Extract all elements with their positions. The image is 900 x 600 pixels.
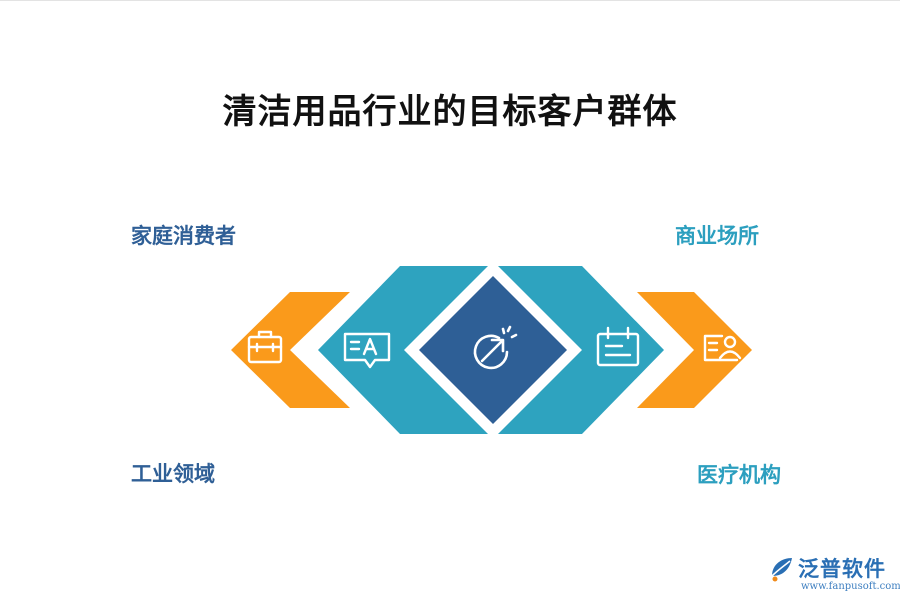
label-medical-institutions: 医疗机构 — [697, 463, 781, 487]
brand-leaf-icon — [771, 558, 792, 582]
left-teal-chevron — [318, 266, 488, 434]
profile-card-icon — [703, 334, 742, 362]
growth-arrow-icon — [473, 325, 518, 370]
toolbox-icon — [247, 330, 283, 364]
label-household-consumers: 家庭消费者 — [131, 224, 236, 248]
calendar-icon — [596, 326, 640, 367]
page-title: 清洁用品行业的目标客户群体 — [222, 92, 678, 132]
watermark-name: 泛普软件 — [798, 557, 886, 581]
right-orange-chevron — [637, 292, 752, 408]
label-industrial-field: 工业领域 — [131, 462, 215, 486]
watermark-logo: 泛普软件 www.fanpusoft.com — [768, 552, 900, 597]
watermark-url: www.fanpusoft.com — [801, 581, 900, 592]
label-commercial-venues: 商业场所 — [675, 224, 759, 248]
right-teal-chevron — [498, 266, 664, 434]
top-divider — [0, 0, 900, 1]
left-orange-chevron — [231, 292, 350, 408]
chat-text-icon — [343, 332, 391, 369]
